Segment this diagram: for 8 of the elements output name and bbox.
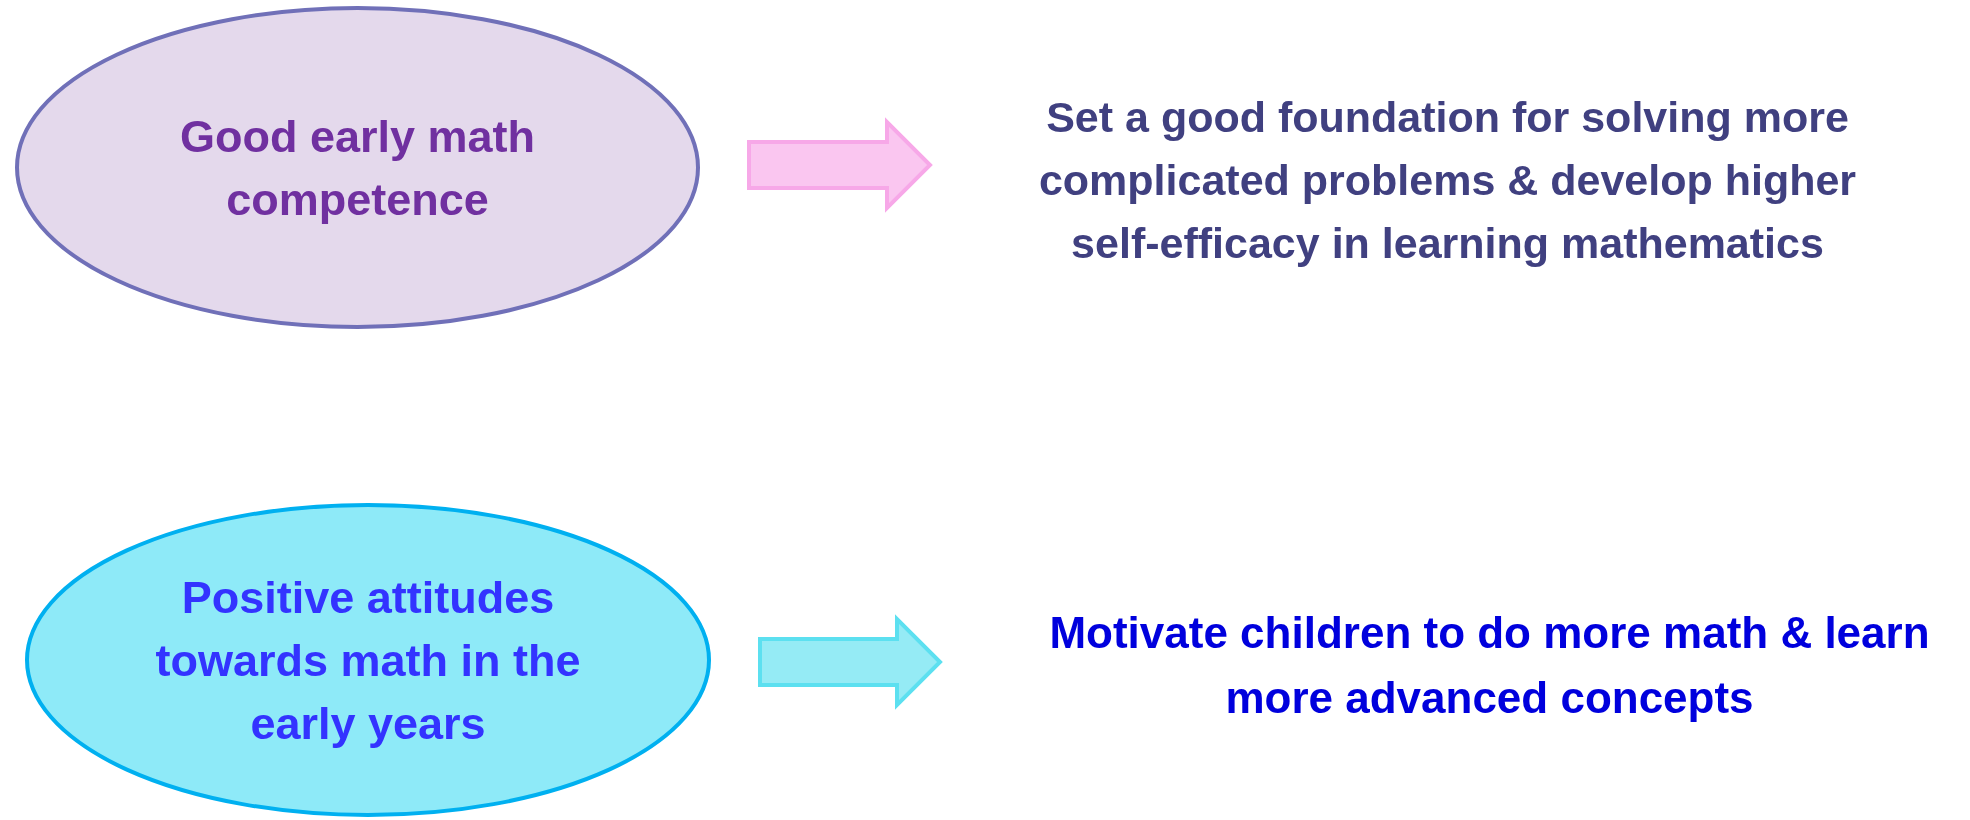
ellipse-node	[15, 6, 700, 329]
outcome-text: Motivate children to do more math & learn more advanced concepts	[1048, 607, 1931, 724]
node-label: Positive attitudes towards math in the early years	[154, 570, 582, 751]
ellipse-node	[25, 503, 711, 817]
block-arrow	[758, 614, 943, 710]
node-label: Good early math competence	[178, 109, 537, 227]
block-arrow	[747, 117, 933, 213]
outcome-text: Set a good foundation for solving more complicated problems & develop higher self-efficacy in learning mathematics	[1037, 91, 1858, 269]
